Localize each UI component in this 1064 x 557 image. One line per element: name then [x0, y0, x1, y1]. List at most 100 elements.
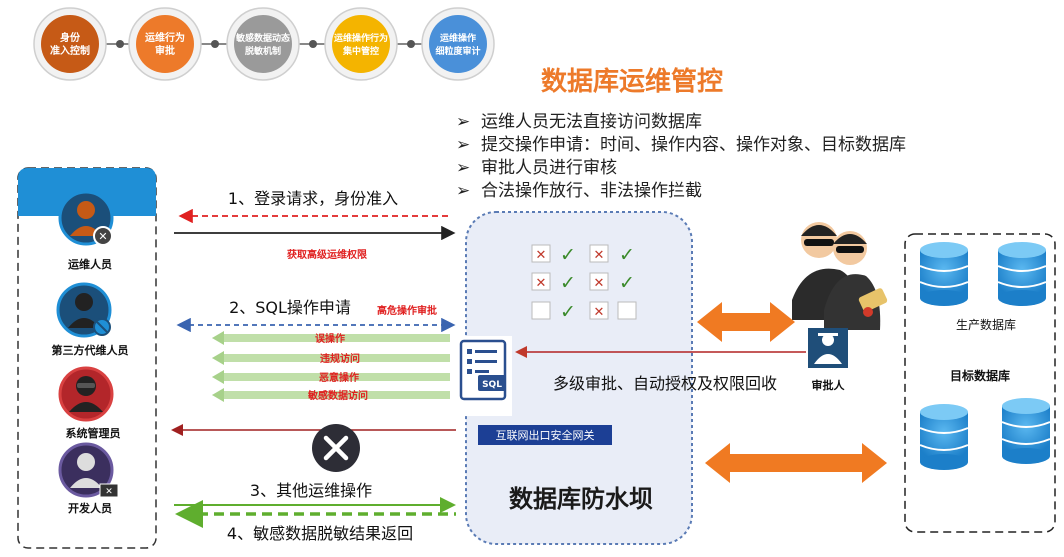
step-3-badge — [234, 15, 292, 73]
avatar-head — [77, 453, 95, 471]
cross-mark-icon: ✕ — [594, 276, 605, 291]
step-5-line-2: 细粒度审计 — [435, 45, 480, 57]
blocked-icon — [93, 226, 113, 246]
avatar-head — [75, 293, 93, 311]
approver-icon-head — [822, 334, 834, 346]
risk-arrow-head — [212, 388, 224, 402]
cross-mark-icon: ✕ — [536, 248, 547, 263]
risk-arrows: 误操作 违规访问 恶意操作 敏感数据访问 — [212, 331, 450, 402]
firewall-box: ✕ ✓ ✕ ✓ ✕ ✓ ✕ ✓ ✓ ✕ — [456, 211, 693, 545]
approver-icon-body — [814, 354, 842, 364]
scroll-icon — [858, 288, 888, 312]
bullet-3: 审批人员进行审核 — [481, 158, 617, 178]
sql-icon-bullet — [467, 369, 472, 374]
actor-sysadmin: 系统管理员 — [58, 366, 121, 440]
risk-arrow-head — [212, 370, 224, 384]
cross-mark-icon: ✕ — [594, 248, 605, 263]
bullet-marker-icon: ➢ — [456, 158, 470, 178]
database-icon — [1001, 398, 1051, 464]
sql-icon-line — [475, 360, 497, 363]
agent-hair — [833, 234, 867, 244]
other-ops-label: 3、其他运维操作 — [250, 481, 372, 500]
step-5-badge — [429, 15, 487, 73]
login-request-label: 1、登录请求，身份准入 — [228, 189, 398, 208]
privilege-label: 获取高级运维权限 — [286, 248, 368, 261]
risk-label-misop: 误操作 — [315, 332, 345, 345]
sql-icon-bullet — [467, 359, 472, 364]
flow-arrows: 1、登录请求，身份准入 获取高级运维权限 2、SQL操作申请 高危操作审批 误操… — [171, 189, 456, 543]
bullet-2: 提交操作申请：时间、操作内容、操作对象、目标数据库 — [481, 135, 906, 155]
agent-hair — [801, 225, 837, 236]
check-cell — [589, 301, 609, 320]
sql-icon-line — [475, 350, 497, 353]
step-1-line-1: 身份 — [60, 31, 81, 44]
blocked-icon-glyph: ✕ — [98, 230, 107, 243]
bidirectional-arrow — [697, 302, 795, 342]
step-3-line-2: 脱敏机制 — [245, 45, 281, 57]
step-4-badge — [332, 15, 390, 73]
step-5: 运维操作 细粒度审计 — [421, 7, 495, 81]
firewall-border — [465, 211, 693, 545]
agent-sunglasses — [836, 246, 864, 253]
db-bands — [997, 265, 1047, 288]
check-cell — [589, 272, 609, 291]
risk-label-malicious: 恶意操作 — [319, 371, 359, 384]
step-2-badge — [136, 15, 194, 73]
step-3-line-1: 敏感数据动态 — [235, 32, 290, 44]
chain-dot — [407, 40, 415, 48]
step-4: 运维操作行为 集中管控 — [324, 7, 398, 81]
step-1-line-2: 准入控制 — [50, 44, 90, 57]
no-entry-icon-slash — [96, 321, 108, 333]
actor-third-party: 第三方代维人员 — [52, 282, 129, 357]
checkbox-grid: ✕ ✓ ✕ ✓ ✕ ✓ ✕ ✓ ✓ ✕ — [531, 244, 637, 323]
bullet-marker-icon: ➢ — [456, 135, 470, 155]
high-risk-label: 高危操作审批 — [377, 304, 437, 317]
chain-dot — [116, 40, 124, 48]
sql-icon-bullet — [467, 349, 472, 354]
seal-icon — [863, 307, 873, 317]
check-cell — [617, 301, 637, 320]
step-2-line-1: 运维行为 — [145, 31, 185, 44]
db-cylinder — [920, 412, 968, 462]
sql-icon-tag — [478, 375, 506, 391]
database-icon — [997, 242, 1047, 306]
database-icon — [919, 242, 969, 306]
cross-mark-icon: ✕ — [536, 276, 547, 291]
risk-arrow-bar — [212, 334, 450, 342]
approver-group: 审批人 — [792, 222, 888, 392]
approver-icon-hat — [818, 333, 838, 336]
risk-label-violation: 违规访问 — [320, 352, 360, 365]
page-title: 数据库运维管控 — [541, 66, 723, 97]
risk-arrow-bar — [212, 354, 450, 362]
sql-icon-line — [475, 370, 489, 373]
db-bottom — [920, 290, 968, 306]
sql-document-icon: SQL — [456, 336, 512, 416]
check-cell — [531, 272, 551, 291]
bidirectional-arrow — [705, 443, 887, 483]
avatar-head — [77, 201, 95, 219]
db-cylinder — [1002, 406, 1050, 456]
bullet-marker-icon: ➢ — [456, 181, 470, 201]
check-cell — [531, 244, 551, 263]
laptop-icon — [99, 483, 119, 498]
db-bands — [919, 427, 969, 451]
sql-icon-text: SQL — [482, 380, 502, 390]
firewall-name: 数据库防水坝 — [509, 485, 653, 513]
check-mark-icon: ✓ — [560, 301, 576, 323]
step-3: 敏感数据动态 脱敏机制 — [226, 7, 300, 81]
approver-label: 审批人 — [812, 378, 846, 392]
approval-text: 多级审批、自动授权及权限回收 — [553, 374, 777, 393]
block-icon-cross — [323, 435, 349, 461]
actor-label-sysadmin: 系统管理员 — [66, 426, 121, 440]
check-cell — [531, 301, 551, 320]
laptop-icon-glyph: ✕ — [105, 487, 113, 497]
database-panel: 生产数据库 目标数据库 — [904, 233, 1056, 533]
bullet-4: 合法操作放行、非法操作拦截 — [481, 181, 702, 201]
risk-arrow-head — [212, 331, 224, 345]
db-bottom — [998, 290, 1046, 306]
check-mark-icon: ✓ — [560, 244, 576, 266]
gateway-label: 互联网出口安全网关 — [496, 428, 595, 442]
block-icon — [312, 424, 360, 472]
check-mark-icon: ✓ — [560, 272, 576, 294]
